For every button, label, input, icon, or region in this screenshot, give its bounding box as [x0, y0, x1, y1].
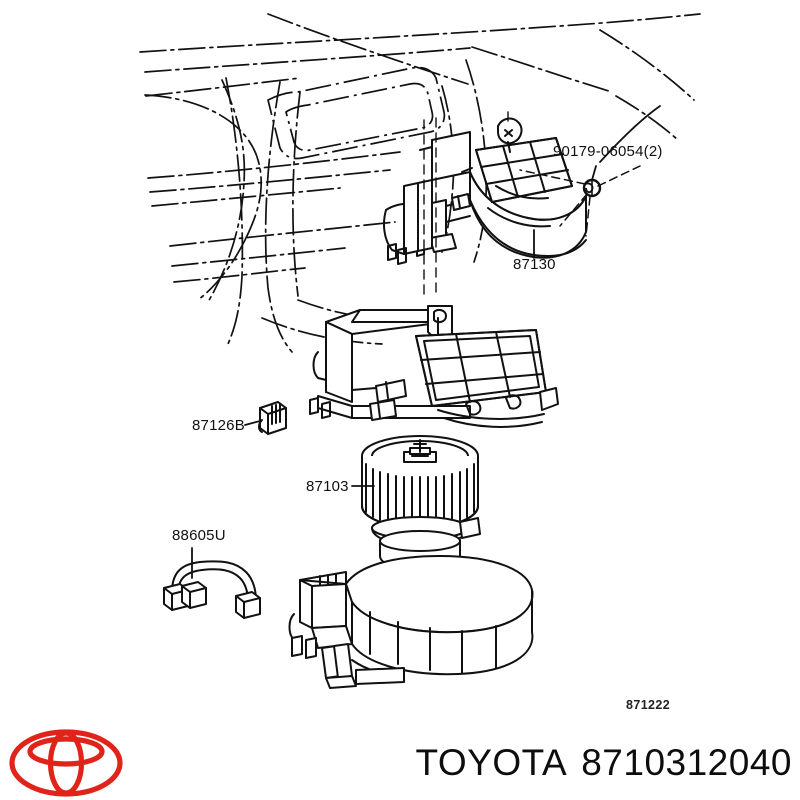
upper-case-filter-grid — [420, 331, 544, 403]
toyota-logo — [9, 729, 123, 797]
callout-label-clip: 87126B — [192, 417, 245, 434]
assembly-centerline — [423, 111, 509, 297]
wire-harness — [163, 560, 261, 619]
blower-case-lower — [288, 555, 534, 689]
callout-leader-87126b — [244, 420, 261, 426]
instrument-panel-outline — [139, 13, 701, 283]
footer-part-number: 8710312040 — [581, 741, 792, 783]
console-contour — [225, 77, 301, 353]
blower-case-upper — [309, 305, 559, 428]
screw-callout-stem — [591, 105, 661, 181]
windshield-curve — [144, 79, 263, 303]
blower-mounting-bracket — [383, 179, 433, 265]
diagram-illustration: 90179-06054(2) 87130 — [139, 13, 701, 712]
callout-label-screw: 90179-06054(2) — [553, 143, 663, 160]
screw-symbol — [582, 178, 602, 198]
figure-id: 871222 — [626, 698, 670, 712]
screw-leader-lines — [519, 165, 641, 237]
callout-label-blower-unit: 87130 — [513, 256, 556, 273]
diagram-canvas: 90179-06054(2) 87130 — [139, 13, 701, 712]
clip-part — [258, 401, 287, 435]
glovebox-opening — [267, 66, 446, 160]
filter-screen-grid — [475, 137, 573, 203]
callout-label-fan: 87103 — [306, 478, 349, 495]
footer-caption: TOYOTA 8710312040 — [416, 742, 793, 784]
footer-bar: TOYOTA 8710312040 — [0, 725, 800, 800]
footer-brand: TOYOTA — [415, 741, 568, 783]
callout-label-harness: 88605U — [172, 527, 226, 544]
